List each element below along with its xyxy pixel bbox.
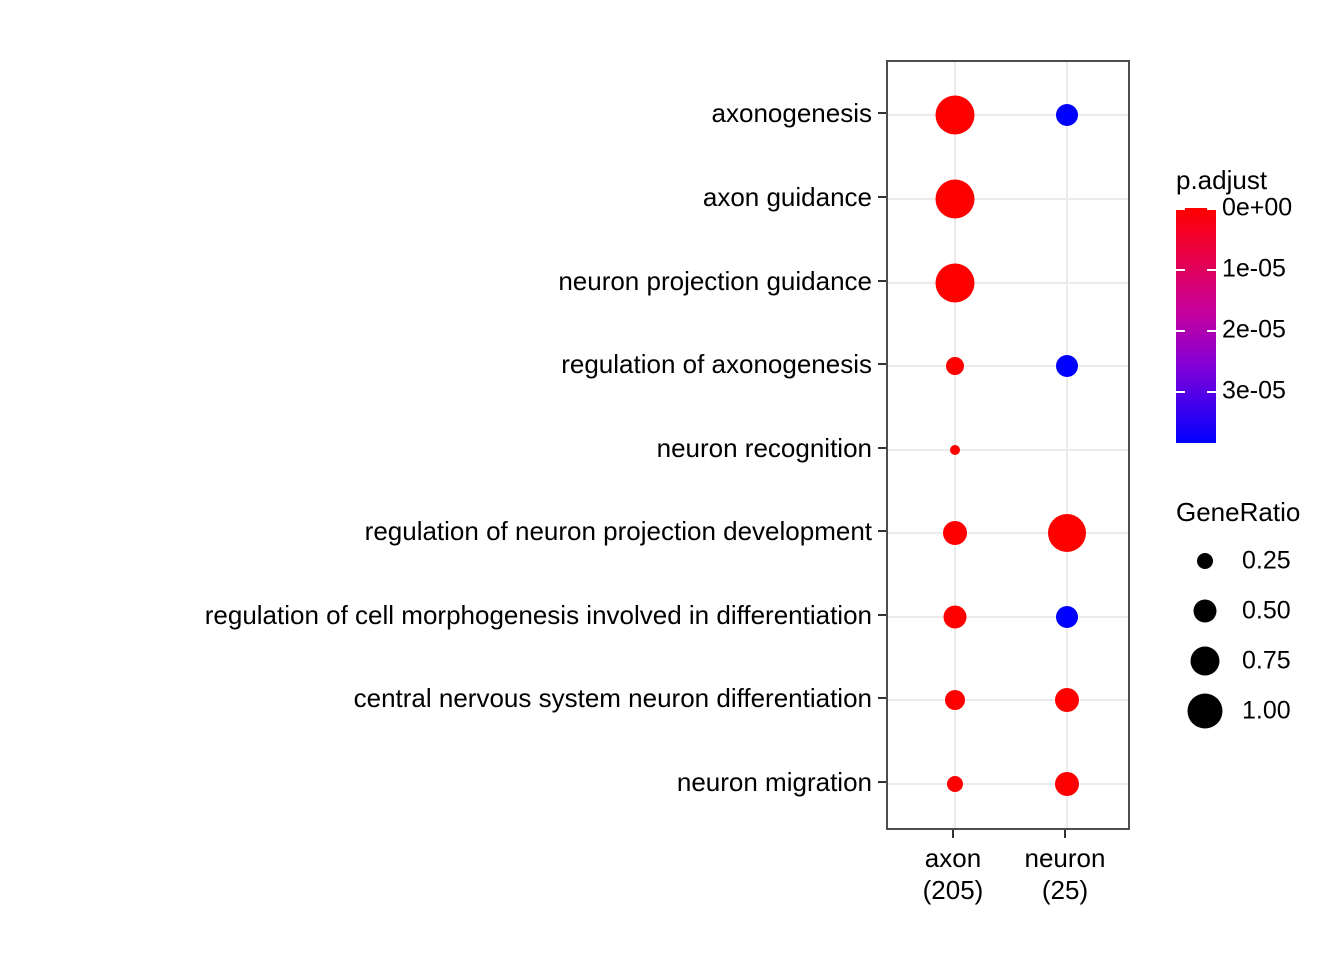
generatio-legend-row: 0.75 bbox=[1176, 639, 1344, 683]
y-axis-label: axon guidance bbox=[702, 182, 872, 212]
x-axis-label: axon(205) bbox=[873, 842, 1033, 906]
y-axis-label: regulation of cell morphogenesis involve… bbox=[204, 600, 872, 630]
x-axis-tick bbox=[952, 830, 954, 838]
data-point bbox=[946, 357, 964, 375]
y-axis-label: regulation of neuron projection developm… bbox=[364, 516, 872, 546]
generatio-legend-label: 0.75 bbox=[1242, 646, 1291, 675]
gridline-horizontal bbox=[888, 616, 1128, 618]
y-axis-tick bbox=[878, 363, 886, 365]
legend-generatio: GeneRatio 0.25 0.50 0.75 1.00 bbox=[1176, 497, 1344, 729]
generatio-legend-dot bbox=[1193, 599, 1217, 623]
y-axis-tick bbox=[878, 196, 886, 198]
x-axis-label: neuron(25) bbox=[985, 842, 1145, 906]
data-point bbox=[1056, 355, 1078, 377]
colorbar-tick bbox=[1176, 208, 1185, 210]
gridline-horizontal bbox=[888, 282, 1128, 284]
y-axis-tick bbox=[878, 447, 886, 449]
generatio-legend-dot bbox=[1190, 646, 1220, 676]
gridline-horizontal bbox=[888, 365, 1128, 367]
y-axis-tick bbox=[878, 697, 886, 699]
generatio-legend-dot-box bbox=[1176, 539, 1234, 583]
colorbar-tick bbox=[1207, 329, 1216, 332]
data-point bbox=[935, 179, 975, 219]
generatio-legend-label: 1.00 bbox=[1242, 696, 1291, 725]
gridline-vertical bbox=[1066, 62, 1068, 828]
colorbar-tick-label: 3e-05 bbox=[1222, 376, 1286, 405]
generatio-legend-dot-box bbox=[1176, 639, 1234, 683]
colorbar-wrap bbox=[1176, 208, 1216, 443]
legend-generatio-title: GeneRatio bbox=[1176, 497, 1301, 527]
colorbar-tick bbox=[1207, 390, 1216, 393]
gridline-horizontal bbox=[888, 449, 1128, 451]
colorbar-tick-label: 1e-05 bbox=[1222, 254, 1286, 283]
plot-panel bbox=[886, 60, 1130, 830]
y-axis-tick bbox=[878, 280, 886, 282]
data-point bbox=[1056, 104, 1078, 126]
data-point bbox=[943, 521, 967, 545]
y-axis-label: neuron projection guidance bbox=[558, 266, 872, 296]
y-axis-label: axonogenesis bbox=[711, 98, 872, 128]
generatio-legend-dot-box bbox=[1176, 689, 1234, 733]
y-axis-label: neuron recognition bbox=[656, 433, 872, 463]
generatio-legend-label: 0.50 bbox=[1242, 596, 1291, 625]
data-point bbox=[935, 263, 975, 303]
generatio-legend-row: 0.50 bbox=[1176, 589, 1344, 633]
x-axis-tick bbox=[1064, 830, 1066, 838]
data-point bbox=[935, 95, 975, 135]
x-axis-label-count: (205) bbox=[922, 875, 984, 905]
legend-padjust: p.adjust bbox=[1176, 165, 1344, 199]
colorbar-tick bbox=[1176, 390, 1185, 393]
gridline-horizontal bbox=[888, 114, 1128, 116]
colorbar-tick bbox=[1207, 268, 1216, 271]
y-axis-tick bbox=[878, 614, 886, 616]
y-axis-label: central nervous system neuron differenti… bbox=[353, 683, 872, 713]
y-axis-tick bbox=[878, 530, 886, 532]
y-axis-label: neuron migration bbox=[676, 767, 872, 797]
data-point bbox=[1048, 514, 1086, 552]
gridline-horizontal bbox=[888, 699, 1128, 701]
data-point bbox=[947, 776, 963, 792]
generatio-legend-dot bbox=[1197, 553, 1213, 569]
colorbar-tick-label: 2e-05 bbox=[1222, 315, 1286, 344]
data-point bbox=[945, 690, 965, 710]
legend-padjust-title: p.adjust bbox=[1176, 165, 1268, 195]
gridline-horizontal bbox=[888, 532, 1128, 534]
data-point bbox=[950, 445, 960, 455]
colorbar-tick bbox=[1176, 329, 1185, 332]
generatio-legend-row: 0.25 bbox=[1176, 539, 1344, 583]
y-axis-tick bbox=[878, 781, 886, 783]
y-axis-label: regulation of axonogenesis bbox=[561, 349, 872, 379]
generatio-legend-dot bbox=[1187, 693, 1223, 729]
data-point bbox=[1056, 606, 1078, 628]
generatio-legend-dot-box bbox=[1176, 589, 1234, 633]
data-point bbox=[1055, 772, 1079, 796]
colorbar-tick bbox=[1176, 268, 1185, 271]
generatio-legend-label: 0.25 bbox=[1242, 546, 1291, 575]
y-axis-tick bbox=[878, 112, 886, 114]
data-point bbox=[943, 605, 967, 629]
padjust-colorbar bbox=[1176, 208, 1216, 443]
data-point bbox=[1055, 688, 1079, 712]
x-axis-label-count: (25) bbox=[1041, 875, 1089, 905]
gridline-horizontal bbox=[888, 198, 1128, 200]
generatio-legend-row: 1.00 bbox=[1176, 689, 1344, 733]
gridline-horizontal bbox=[888, 783, 1128, 785]
x-axis-label-name: axon bbox=[924, 843, 982, 873]
x-axis-label-name: neuron bbox=[1024, 843, 1106, 873]
colorbar-tick-label: 0e+00 bbox=[1222, 193, 1293, 222]
colorbar-tick bbox=[1207, 208, 1216, 210]
